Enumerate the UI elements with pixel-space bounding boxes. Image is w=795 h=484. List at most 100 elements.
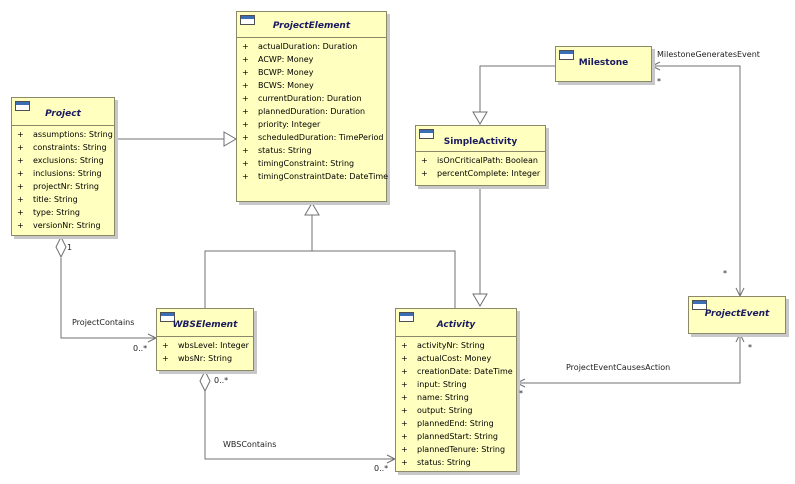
class-header: ProjectElement [237,12,386,38]
event-causes-action-line [517,334,741,384]
attribute-row: +assumptions: String [12,128,114,141]
attribute-row: + BCWP: Money [237,66,386,79]
generalization-tree-line [204,250,456,308]
class-milestone[interactable]: Milestone [555,46,652,82]
attribute-list: +activityNr: String+actualCost: Money+cr… [396,337,516,469]
visibility-symbol: + [421,169,428,178]
multiplicity-project-event-bottom: * [748,343,752,352]
event-causes-open-arrow [735,332,745,343]
attribute-text: scheduledDuration: TimePeriod [258,133,384,142]
visibility-symbol: + [242,133,249,142]
attribute-text: wbsNr: String [178,354,233,363]
attribute-row: +priority: Integer [237,118,386,131]
attribute-list: +assumptions: String+constraints: String… [12,126,114,232]
generalization-milestone-line [479,65,555,112]
attribute-row: +ACWP: Money [237,53,386,66]
attribute-text: activityNr: String [417,341,485,350]
attribute-row: + plannedEnd: String [396,417,516,430]
attribute-row: +name: String [396,391,516,404]
class-name: SimpleActivity [443,137,518,147]
attribute-text: exclusions: String [33,156,104,165]
visibility-symbol: + [401,445,408,454]
attribute-text: projectNr: String [33,182,100,191]
attribute-text: inclusions: String [33,169,102,178]
visibility-symbol: + [17,195,24,204]
generalization-simple-arrow [472,293,488,307]
attribute-row: +output: String [396,404,516,417]
attribute-row: +exclusions: String [12,154,114,167]
wbs-contains-line [204,391,395,460]
attribute-row: + status: String [237,144,386,157]
class-icon [15,101,30,111]
class-name: ProjectEvent [704,309,770,319]
visibility-symbol: + [242,42,249,51]
visibility-symbol: + [242,94,249,103]
multiplicity-activity-wbs: 0..* [374,464,389,473]
attribute-row: + input: String [396,378,516,391]
attribute-text: currentDuration: Duration [258,94,362,103]
attribute-text: BCWS: Money [258,81,314,90]
attribute-row: + currentDuration: Duration [237,92,386,105]
visibility-symbol: + [401,458,408,467]
multiplicity-activity-event: * [519,389,523,398]
visibility-symbol: + [17,169,24,178]
attribute-row: +timingConstraint: String [237,157,386,170]
multiplicity-wbs-source: 0..* [214,376,229,385]
attribute-text: plannedEnd: String [417,419,494,428]
class-name: Project [45,109,81,119]
attribute-row: +percentComplete: Integer [416,167,545,180]
class-project-element[interactable]: ProjectElement +actualDuration: Duration… [236,11,388,202]
generalization-milestone-arrow [472,111,488,125]
visibility-symbol: + [17,182,24,191]
visibility-symbol: + [242,68,249,77]
wbs-aggregation-diamond [199,369,211,393]
visibility-symbol: + [421,156,428,165]
attribute-text: input: String [417,380,467,389]
class-icon [399,312,414,322]
visibility-symbol: + [242,120,249,129]
label-wbs-contains: WBSContains [223,440,277,449]
attribute-text: versionNr: String [33,221,101,230]
attribute-row: +creationDate: DateTime [396,365,516,378]
attribute-text: isOnCriticalPath: Boolean [437,156,538,165]
class-simple-activity[interactable]: SimpleActivity + isOnCriticalPath: Boolea… [415,125,546,186]
multiplicity-milestone: * [657,77,661,86]
activity-open-arrow [515,378,526,388]
class-header: SimpleActivity [416,126,545,152]
attribute-row: +activityNr: String [396,339,516,352]
attribute-row: +actualDuration: Duration [237,40,386,53]
visibility-symbol: + [242,55,249,64]
attribute-row: +plannedDuration: Duration [237,105,386,118]
visibility-symbol: + [162,354,169,363]
class-header: ProjectEvent [689,297,785,333]
class-header: Activity [396,309,516,337]
attribute-row: + scheduledDuration: TimePeriod [237,131,386,144]
visibility-symbol: + [401,419,408,428]
visibility-symbol: + [401,380,408,389]
class-wbs-element[interactable]: WBSElement +wbsLevel: Integer+wbsNr: Str… [156,308,254,371]
milestone-generates-event-line [652,65,741,296]
attribute-text: plannedTenure: String [417,445,506,454]
visibility-symbol: + [242,81,249,90]
attribute-text: actualCost: Money [417,354,492,363]
attribute-text: BCWP: Money [258,68,314,77]
project-aggregation-diamond [55,235,67,259]
attribute-text: status: String [417,458,471,467]
class-icon [240,15,255,25]
attribute-row: + title: String [12,193,114,206]
attribute-row: + plannedTenure: String [396,443,516,456]
attribute-text: title: String [33,195,78,204]
visibility-symbol: + [242,146,249,155]
multiplicity-project: 1 [67,243,73,252]
attribute-row: +actualCost: Money [396,352,516,365]
class-project[interactable]: Project +assumptions: String+constraints… [11,97,115,236]
visibility-symbol: + [17,130,24,139]
class-project-event[interactable]: ProjectEvent [688,296,786,334]
class-activity[interactable]: Activity +activityNr: String+actualCost:… [395,308,517,472]
attribute-text: status: String [258,146,312,155]
project-contains-line [60,258,156,339]
attribute-text: wbsLevel: Integer [178,341,249,350]
multiplicity-project-event-top: * [723,269,727,278]
attribute-list: +wbsLevel: Integer+wbsNr: String [157,337,253,365]
